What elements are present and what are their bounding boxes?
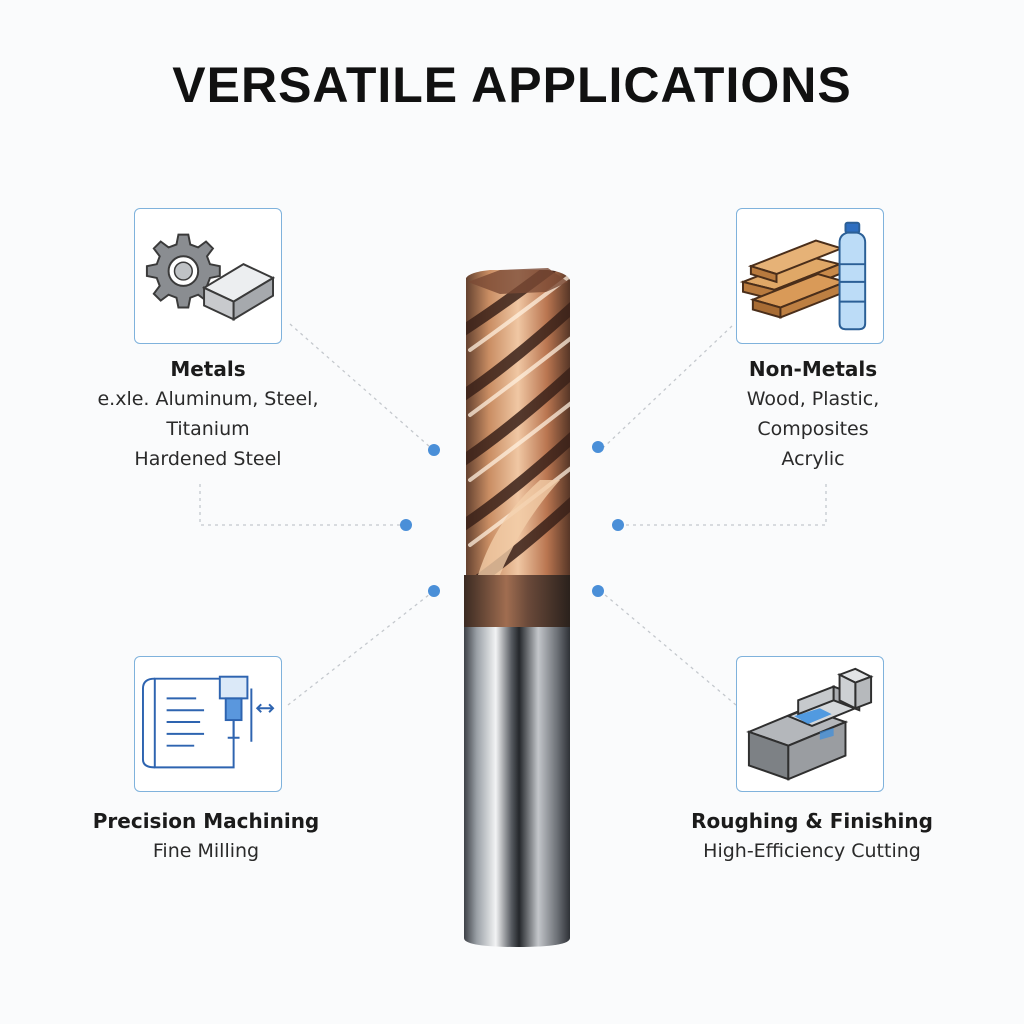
connector-dot — [592, 585, 604, 597]
connector-dot — [428, 444, 440, 456]
precision-text: Precision Machining Fine Milling — [56, 806, 356, 866]
blueprint-milling-icon — [141, 675, 275, 769]
roughing-text: Roughing & Finishing High-Efficiency Cut… — [662, 806, 962, 866]
non-metals-line: Composites — [757, 418, 869, 440]
non-metals-icon-box — [736, 208, 884, 344]
metals-text: Metals e.xle. Aluminum, Steel, Titanium … — [58, 354, 358, 474]
roughing-icon-box — [736, 656, 884, 792]
roughing-line: High-Efficiency Cutting — [703, 840, 921, 862]
precision-icon-box — [134, 656, 282, 792]
non-metals-line: Acrylic — [781, 448, 845, 470]
metals-line: Titanium — [166, 418, 250, 440]
connector-dot — [400, 519, 412, 531]
precision-heading: Precision Machining — [92, 809, 320, 833]
non-metals-heading: Non-Metals — [748, 357, 878, 381]
cutting-block-icon — [746, 667, 874, 781]
connector-dot — [592, 441, 604, 453]
wood-planks-and-bottle-icon — [739, 221, 867, 331]
metals-heading: Metals — [170, 357, 246, 381]
roughing-heading: Roughing & Finishing — [691, 809, 933, 833]
metals-line: Hardened Steel — [134, 448, 282, 470]
non-metals-line: Wood, Plastic, — [746, 388, 880, 410]
connector-dot — [428, 585, 440, 597]
gear-and-metal-block-icon — [145, 233, 276, 322]
connector-dot — [612, 519, 624, 531]
non-metals-text: Non-Metals Wood, Plastic, Composites Acr… — [663, 354, 963, 474]
metals-line: e.xle. Aluminum, Steel, — [97, 388, 319, 410]
metals-icon-box — [134, 208, 282, 344]
page-title: VERSATILE APPLICATIONS — [172, 57, 852, 113]
precision-line: Fine Milling — [152, 840, 260, 862]
